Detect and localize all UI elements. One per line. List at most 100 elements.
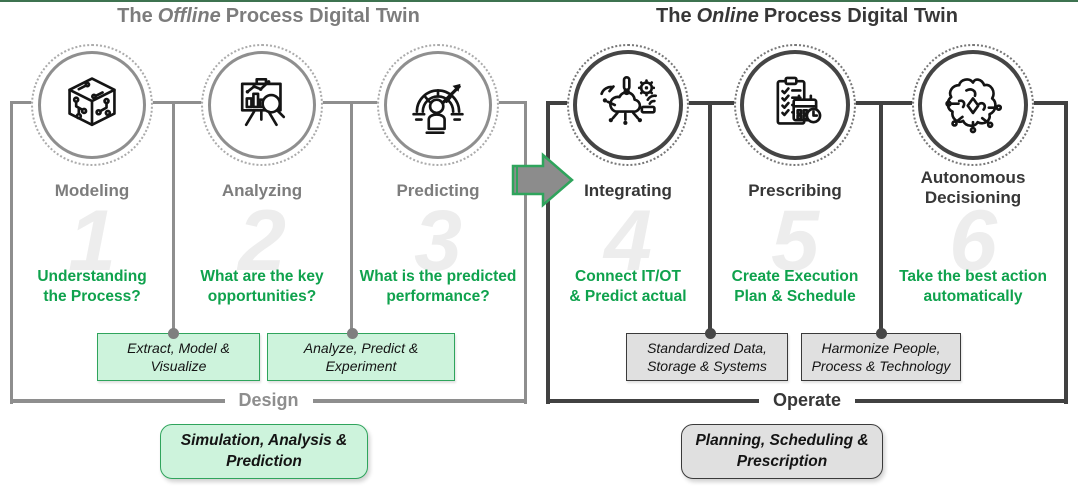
stage-circle-inner: [740, 50, 850, 160]
stage-number: 4: [604, 193, 652, 289]
stage-label: Analyzing: [221, 181, 303, 200]
bracket-line: [312, 398, 528, 403]
stage-circle: [31, 44, 153, 166]
stage-modeling: Modeling 1 Understanding the Process?: [12, 0, 172, 330]
offline-bracket-left: [10, 101, 13, 404]
stage-circle: [734, 44, 856, 166]
bracket-line: [10, 398, 225, 403]
stage-question: Understanding the Process?: [37, 267, 146, 307]
design-bracket: Design: [10, 390, 528, 411]
checklist-calendar-icon: [776, 76, 822, 125]
question-line: Understanding: [37, 268, 147, 285]
stage-label: Integrating: [584, 181, 672, 200]
question-line: Connect IT/OT: [575, 268, 681, 285]
callout-line: Extract, Model &: [127, 339, 230, 356]
stage-number: 3: [414, 193, 462, 289]
connector-dot: [876, 328, 887, 339]
connector-dot: [705, 328, 716, 339]
callout-line: Process & Technology: [811, 358, 951, 374]
online-title-pre: The: [656, 5, 692, 27]
callout-extract-model-visualize: Extract, Model & Visualize: [97, 333, 260, 381]
stage-circle: [567, 44, 689, 166]
summary-line: Simulation, Analysis &: [180, 431, 348, 449]
question-line: Take the best action: [899, 268, 1047, 285]
stage-question: Connect IT/OT & Predict actual: [569, 267, 686, 307]
stage-circle: [912, 44, 1034, 166]
question-line: What is the predicted: [359, 268, 517, 285]
online-bracket-left: [546, 101, 550, 404]
callout-standardized-data: Standardized Data, Storage & Systems: [626, 333, 788, 381]
stage-prescribing: Prescribing 5 Create Execution Plan & Sc…: [714, 0, 876, 330]
stage-autonomous-decisioning: Autonomous Decisioning 6 Take the best a…: [880, 0, 1066, 330]
summary-line: Prescription: [736, 452, 828, 470]
stage-predicting: Predicting 3 What is the predicted perfo…: [348, 0, 528, 330]
stage-circle-inner: [384, 51, 492, 159]
callout-line: Experiment: [325, 358, 397, 374]
stage-question: Create Execution Plan & Schedule: [732, 267, 859, 307]
offline-title-emphasis: Offline: [157, 5, 221, 27]
stage-circle-inner: [208, 51, 316, 159]
stage-question: What is the predicted performance?: [360, 267, 517, 307]
online-divider-2: [879, 104, 883, 334]
cloud-iot-icon: [600, 75, 658, 125]
offline-divider-1: [172, 104, 175, 334]
stage-circle: [377, 44, 499, 166]
question-line: & Predict actual: [569, 288, 687, 306]
question-line: What are the key: [200, 268, 324, 285]
callout-line: Visualize: [150, 358, 207, 374]
top-border-line: [0, 0, 1078, 2]
stage-number: 6: [949, 193, 997, 289]
stage-circle-inner: [573, 50, 683, 160]
chart-magnifier-icon: [240, 77, 286, 127]
connector-dot: [168, 328, 179, 339]
question-line: performance?: [386, 288, 490, 306]
summary-simulation-analysis-prediction: Simulation, Analysis & Prediction: [160, 424, 368, 479]
online-divider-1: [708, 104, 712, 334]
circuit-cube-icon: [68, 77, 116, 127]
question-line: the Process?: [43, 288, 141, 306]
callout-line: Standardized Data,: [647, 339, 767, 356]
question-line: opportunities?: [207, 288, 317, 306]
online-title-emphasis: Online: [696, 5, 759, 27]
brain-circuit-icon: [945, 78, 1003, 134]
bracket-line: [855, 398, 1068, 403]
question-line: Create Execution: [731, 268, 859, 285]
stage-question: What are the key opportunities?: [200, 267, 323, 307]
stage-analyzing: Analyzing 2 What are the key opportuniti…: [182, 0, 342, 330]
stage-number: 2: [238, 193, 286, 289]
operate-bracket: Operate: [546, 390, 1068, 411]
stage-number: 5: [771, 193, 819, 289]
stage-question: Take the best action automatically: [899, 267, 1047, 307]
question-line: automatically: [923, 288, 1023, 306]
connector-dot: [347, 328, 358, 339]
offline-title-post: Process Digital Twin: [225, 5, 420, 27]
offline-to-online-arrow-icon: [511, 152, 575, 208]
summary-planning-scheduling-prescription: Planning, Scheduling & Prescription: [681, 424, 883, 479]
design-label: Design: [238, 390, 299, 410]
operate-label: Operate: [772, 390, 842, 410]
callout-line: Harmonize People,: [821, 339, 941, 356]
gauge-person-icon: [412, 83, 464, 135]
offline-title-pre: The: [117, 5, 153, 27]
callout-harmonize-people: Harmonize People, Process & Technology: [801, 333, 961, 381]
stage-label: Predicting: [396, 181, 480, 200]
offline-divider-2: [350, 104, 353, 334]
callout-analyze-predict-experiment: Analyze, Predict & Experiment: [267, 333, 455, 381]
callout-line: Storage & Systems: [647, 358, 767, 374]
summary-line: Planning, Scheduling &: [695, 431, 869, 449]
stage-number: 1: [68, 193, 116, 289]
question-line: Plan & Schedule: [734, 288, 856, 306]
online-bracket-right: [1064, 101, 1068, 404]
online-title-post: Process Digital Twin: [763, 5, 958, 27]
stage-circle-inner: [918, 50, 1028, 160]
offline-bracket-right: [524, 101, 527, 404]
callout-line: Analyze, Predict &: [303, 339, 419, 356]
stage-circle: [201, 44, 323, 166]
stage-label: Prescribing: [748, 181, 842, 200]
bracket-line: [546, 398, 759, 403]
stage-integrating: Integrating 4 Connect IT/OT & Predict ac…: [547, 0, 709, 330]
stage-label: Autonomous Decisioning: [920, 168, 1026, 208]
